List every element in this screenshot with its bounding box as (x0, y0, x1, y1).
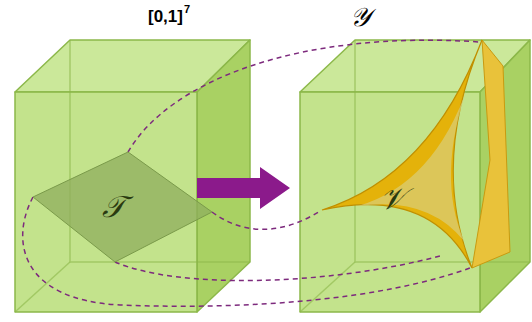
region-symbol: 𝒱 (380, 184, 405, 214)
image-region: 𝒱 (318, 36, 488, 272)
space-label: [0,1] (148, 8, 183, 25)
set-label: 𝒴 (350, 4, 370, 30)
region-symbol: 𝒯 (102, 192, 125, 222)
mapping-arrow (197, 167, 290, 209)
domain-region: 𝒯 (30, 148, 215, 265)
exponent-label: 7 (184, 4, 190, 15)
region-outline (318, 36, 488, 272)
